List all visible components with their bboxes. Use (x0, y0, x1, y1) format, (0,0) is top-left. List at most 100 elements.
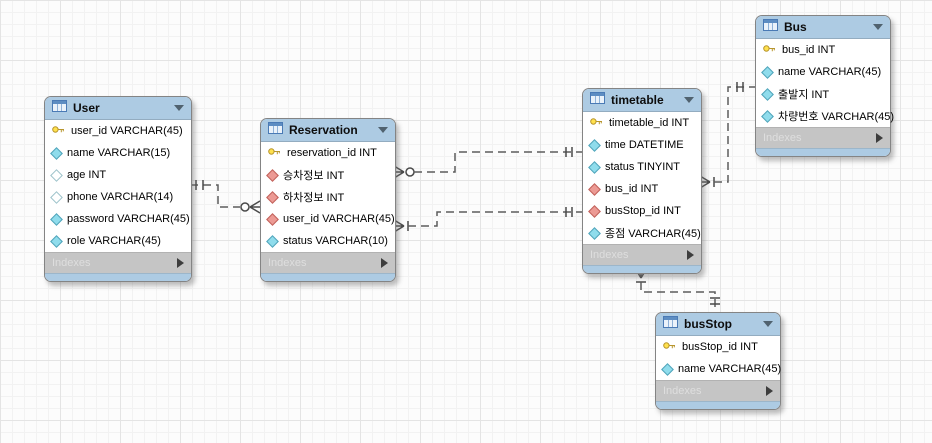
primary-key-icon (268, 147, 281, 159)
column-label: name VARCHAR(45) (778, 66, 882, 78)
column-row[interactable]: password VARCHAR(45) (45, 208, 191, 230)
column-row[interactable]: bus_id INT (583, 178, 701, 200)
table-icon (763, 18, 778, 36)
table-timetable-header[interactable]: timetable (583, 89, 701, 112)
collapse-arrow-icon[interactable] (684, 97, 694, 103)
table-reservation[interactable]: Reservation reservation_id INT 승차정보 INT … (260, 118, 396, 282)
primary-key-icon (590, 117, 603, 129)
not-null-diamond-icon (588, 160, 601, 174)
foreign-key-diamond-icon (588, 182, 601, 196)
expand-arrow-icon[interactable] (876, 133, 883, 143)
column-label: 종점 VARCHAR(45) (605, 228, 701, 240)
expand-arrow-icon[interactable] (687, 250, 694, 260)
column-label: bus_id INT (605, 183, 659, 195)
indexes-label: Indexes (590, 249, 629, 261)
indexes-label: Indexes (268, 257, 307, 269)
column-row[interactable]: role VARCHAR(45) (45, 230, 191, 252)
table-bottom-strip (756, 148, 890, 156)
table-busstop[interactable]: busStop busStop_id INT name VARCHAR(45) … (655, 312, 781, 410)
table-icon (590, 91, 605, 109)
table-title: User (73, 101, 100, 115)
collapse-arrow-icon[interactable] (873, 24, 883, 30)
collapse-arrow-icon[interactable] (174, 105, 184, 111)
column-label: age INT (67, 169, 107, 181)
relationship-line-reservation-timetable-upper[interactable] (393, 147, 582, 179)
table-reservation-header[interactable]: Reservation (261, 119, 395, 142)
relationship-line-reservation-timetable-lower[interactable] (393, 207, 582, 233)
column-row[interactable]: age INT (45, 164, 191, 186)
column-row[interactable]: 출발지 INT (756, 83, 890, 105)
column-row[interactable]: busStop_id INT (583, 200, 701, 222)
primary-key-icon (663, 341, 676, 353)
not-null-diamond-icon (588, 138, 601, 152)
not-null-diamond-icon (50, 212, 63, 226)
primary-key-icon (763, 44, 776, 56)
expand-arrow-icon[interactable] (177, 258, 184, 268)
column-row[interactable]: name VARCHAR(15) (45, 142, 191, 164)
indexes-footer[interactable]: Indexes (45, 252, 191, 273)
relationship-line-user-reservation[interactable] (190, 180, 261, 214)
column-row[interactable]: 하차정보 INT (261, 186, 395, 208)
column-row[interactable]: user_id VARCHAR(45) (261, 208, 395, 230)
not-null-diamond-icon (266, 234, 279, 248)
foreign-key-diamond-icon (266, 168, 279, 182)
table-bottom-strip (261, 273, 395, 281)
not-null-diamond-icon (761, 65, 774, 79)
column-label: name VARCHAR(15) (67, 147, 171, 159)
column-row[interactable]: name VARCHAR(45) (756, 61, 890, 83)
collapse-arrow-icon[interactable] (763, 321, 773, 327)
column-label: 출발지 INT (778, 89, 830, 101)
indexes-footer[interactable]: Indexes (261, 252, 395, 273)
table-user-header[interactable]: User (45, 97, 191, 120)
column-label: user_id VARCHAR(45) (283, 213, 395, 225)
column-row[interactable]: bus_id INT (756, 39, 890, 61)
not-null-diamond-icon (661, 362, 674, 376)
column-row[interactable]: 차량번호 VARCHAR(45) (756, 105, 894, 127)
indexes-footer[interactable]: Indexes (583, 244, 701, 265)
indexes-label: Indexes (52, 257, 91, 269)
column-row[interactable]: busStop_id INT (656, 336, 780, 358)
relationship-line-timetable-busstop[interactable] (634, 267, 720, 312)
table-bus[interactable]: Bus bus_id INT name VARCHAR(45) 출발지 INT … (755, 15, 894, 157)
table-timetable[interactable]: timetable timetable_id INT time DATETIME… (582, 88, 702, 274)
table-icon (52, 99, 67, 117)
table-busstop-header[interactable]: busStop (656, 313, 780, 336)
column-row[interactable]: 승차정보 INT (261, 164, 395, 186)
column-label: 하차정보 INT (283, 192, 345, 204)
not-null-diamond-icon (588, 226, 601, 240)
indexes-footer[interactable]: Indexes (756, 127, 890, 148)
column-row[interactable]: time DATETIME (583, 134, 701, 156)
table-bottom-strip (583, 265, 701, 273)
column-row[interactable]: reservation_id INT (261, 142, 395, 164)
table-bus-header[interactable]: Bus (756, 16, 890, 39)
collapse-arrow-icon[interactable] (378, 127, 388, 133)
column-label: password VARCHAR(45) (67, 213, 190, 225)
foreign-key-diamond-icon (266, 190, 279, 204)
nullable-diamond-icon (50, 168, 63, 182)
indexes-footer[interactable]: Indexes (656, 380, 780, 401)
relationship-line-timetable-bus[interactable] (699, 82, 755, 189)
column-label: 승차정보 INT (283, 170, 345, 182)
expand-arrow-icon[interactable] (381, 258, 388, 268)
table-icon (268, 121, 283, 139)
column-row[interactable]: user_id VARCHAR(45) (45, 120, 191, 142)
indexes-label: Indexes (763, 132, 802, 144)
foreign-key-diamond-icon (588, 204, 601, 218)
expand-arrow-icon[interactable] (766, 386, 773, 396)
column-row[interactable]: 종점 VARCHAR(45) (583, 222, 701, 244)
table-title: Reservation (289, 123, 358, 137)
column-row[interactable]: name VARCHAR(45) (656, 358, 782, 380)
column-row[interactable]: timetable_id INT (583, 112, 701, 134)
column-label: phone VARCHAR(14) (67, 191, 174, 203)
column-label: name VARCHAR(45) (678, 363, 782, 375)
indexes-label: Indexes (663, 385, 702, 397)
foreign-key-diamond-icon (266, 212, 279, 226)
table-user[interactable]: User user_id VARCHAR(45) name VARCHAR(15… (44, 96, 192, 282)
column-label: role VARCHAR(45) (67, 235, 161, 247)
column-row[interactable]: status TINYINT (583, 156, 701, 178)
column-row[interactable]: status VARCHAR(10) (261, 230, 395, 252)
table-bottom-strip (656, 401, 780, 409)
column-row[interactable]: phone VARCHAR(14) (45, 186, 191, 208)
column-label: status VARCHAR(10) (283, 235, 388, 247)
table-title: timetable (611, 93, 664, 107)
